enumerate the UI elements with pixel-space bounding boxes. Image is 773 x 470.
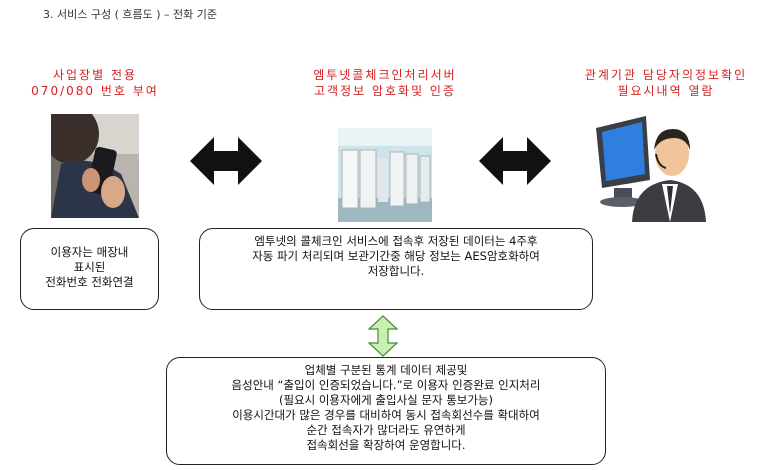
- left-box-line2: 표시된: [73, 260, 106, 274]
- right-double-arrow-icon: [479, 137, 551, 185]
- operator-monitor-icon: [596, 116, 706, 222]
- left-info-box: 이용자는 매장내 표시된 전화번호 전화연결: [20, 228, 159, 310]
- center-box-line1: 엠투넷의 콜체크인 서비스에 접속후 저장된 데이터는 4주후: [254, 234, 538, 248]
- up-down-arrow-icon: [368, 315, 398, 357]
- center-heading: 엠투넷콜체크인처리서버 고객정보 암호화및 인증: [285, 67, 485, 99]
- left-heading-line1: 사업장별 전용: [52, 68, 138, 82]
- bottom-box-line4: 이용시간대가 많은 경우를 대비하여 동시 접속회선수를 확대하여: [232, 408, 540, 422]
- left-double-arrow-icon: [190, 137, 262, 185]
- page-title: 3. 서비스 구성 ( 흐름도 ) – 전화 기준: [43, 8, 217, 21]
- center-box-line3: 저장합니다.: [367, 264, 425, 278]
- left-box-line1: 이용자는 매장내: [50, 245, 129, 259]
- bottom-box-line5: 순간 접속자가 많더라도 유연하게: [306, 423, 466, 437]
- bottom-box-line6: 접속회선을 확장하여 운영합니다.: [306, 438, 466, 452]
- center-heading-line2: 고객정보 암호화및 인증: [313, 84, 457, 98]
- left-heading: 사업장별 전용 070/080 번호 부여: [10, 67, 180, 99]
- phone-user-image: [51, 114, 139, 218]
- center-info-box: 엠투넷의 콜체크인 서비스에 접속후 저장된 데이터는 4주후 자동 파기 처리…: [199, 228, 593, 310]
- bottom-box-line2: 음성안내 “출입이 인증되었습니다.”로 이용자 인증완료 인지처리: [231, 378, 541, 392]
- left-heading-line2: 070/080 번호 부여: [31, 84, 159, 98]
- right-heading-line1: 관계기관 담당자의정보확인: [584, 68, 748, 82]
- bottom-box-line1: 업체별 구분된 통계 데이터 제공및: [304, 363, 468, 377]
- right-heading-line2: 필요시내역 열람: [617, 84, 715, 98]
- center-heading-line1: 엠투넷콜체크인처리서버: [313, 68, 457, 82]
- bottom-info-box: 업체별 구분된 통계 데이터 제공및 음성안내 “출입이 인증되었습니다.”로 …: [166, 357, 606, 465]
- left-box-line3: 전화번호 전화연결: [45, 275, 134, 289]
- right-heading: 관계기관 담당자의정보확인 필요시내역 열람: [560, 67, 772, 99]
- server-room-image: [338, 128, 432, 222]
- bottom-box-line3: (필요시 이용자에게 출입사실 문자 통보가능): [278, 393, 494, 407]
- center-box-line2: 자동 파기 처리되며 보관기간중 해당 정보는 AES암호화하여: [252, 249, 540, 263]
